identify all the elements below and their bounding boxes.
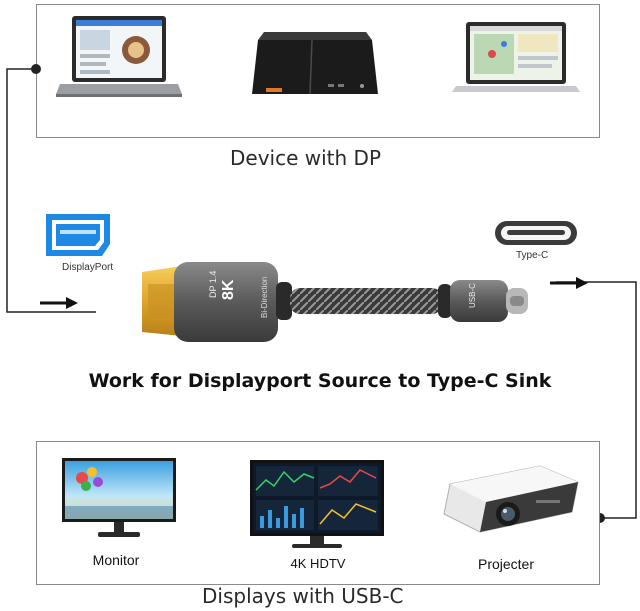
dp-to-usbc-cable — [140, 254, 530, 350]
displayport-label: DisplayPort — [62, 262, 114, 273]
monitor-label: Monitor — [92, 552, 140, 568]
typec-label: Type-C — [516, 250, 549, 261]
hdtv-icon — [248, 458, 386, 550]
usbc-text: USB-C — [468, 283, 477, 308]
projector-icon — [440, 462, 580, 536]
hdtv-label: 4K HDTV — [290, 556, 346, 571]
displayport-icon — [42, 210, 114, 260]
displays-caption: Displays with USB-C — [202, 584, 404, 608]
projector-label: Projecter — [477, 556, 535, 572]
typec-port-icon — [494, 220, 578, 246]
arrow-right-icon-2 — [548, 276, 588, 290]
signal-line-left — [0, 60, 100, 320]
source-caption: Device with DP — [230, 146, 382, 170]
bidirection-text: Bi-Direction — [260, 276, 269, 318]
monitor-icon — [60, 456, 178, 542]
dp-8k-text: 8K — [220, 279, 237, 300]
dp-spec-text: DP 1.4 — [208, 270, 218, 298]
macbook-icon — [452, 20, 582, 96]
arrow-right-icon — [38, 296, 78, 310]
desktop-pc-icon — [250, 32, 380, 102]
laptop-icon — [56, 14, 184, 100]
headline: Work for Displayport Source to Type-C Si… — [88, 370, 552, 392]
